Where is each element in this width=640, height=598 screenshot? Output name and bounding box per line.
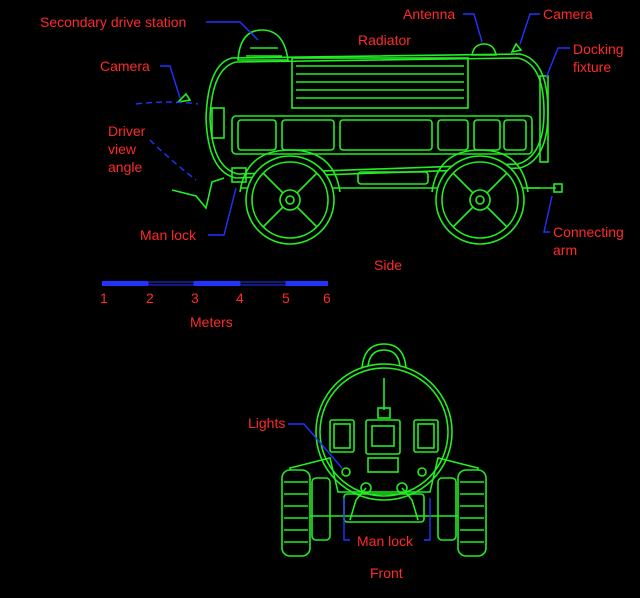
window-belt bbox=[231, 115, 533, 155]
side-wheel-right bbox=[435, 155, 525, 245]
camera-left-shape bbox=[175, 92, 192, 104]
scale-tick-2: 2 bbox=[146, 290, 154, 306]
label-side-man-lock: Man lock bbox=[140, 227, 197, 243]
front-hull bbox=[315, 363, 453, 501]
side-man-lock-arm bbox=[171, 177, 225, 210]
light-right bbox=[417, 467, 427, 477]
label-front-man-lock: Man lock bbox=[357, 533, 414, 549]
light-left bbox=[341, 467, 351, 477]
front-man-lock bbox=[343, 493, 425, 523]
camera-top-shape bbox=[510, 42, 523, 54]
front-window-left bbox=[329, 419, 355, 453]
front-view-vehicle bbox=[281, 343, 487, 557]
label-secondary-drive-station: Secondary drive station bbox=[40, 14, 186, 30]
docking-fixture-shape bbox=[539, 75, 549, 163]
label-camera-left: Camera bbox=[100, 58, 150, 74]
secondary-drive-dome bbox=[237, 29, 289, 61]
label-radiator: Radiator bbox=[358, 32, 411, 48]
side-leader-lines bbox=[135, 13, 570, 236]
front-wheel-left bbox=[281, 469, 311, 557]
label-driver-view-line2: view bbox=[108, 141, 137, 157]
front-center-window bbox=[365, 419, 401, 455]
scale-tick-1: 1 bbox=[100, 290, 108, 306]
label-driver-view-line1: Driver bbox=[108, 123, 146, 139]
label-camera-top: Camera bbox=[543, 6, 593, 22]
front-wheel-right bbox=[457, 469, 487, 557]
side-wheel-left bbox=[245, 155, 335, 245]
scale-tick-4: 4 bbox=[236, 290, 244, 306]
label-docking-fixture-line2: fixture bbox=[573, 59, 611, 75]
label-connecting-arm-line1: Connecting bbox=[553, 224, 624, 240]
scale-unit-label: Meters bbox=[190, 314, 233, 330]
label-lights: Lights bbox=[248, 415, 285, 431]
label-docking-fixture-line1: Docking bbox=[573, 41, 624, 57]
scale-tick-6: 6 bbox=[323, 290, 331, 306]
scale-bar bbox=[102, 281, 328, 286]
side-view-vehicle bbox=[171, 29, 563, 245]
antenna-dome bbox=[471, 43, 497, 56]
front-leader-lines bbox=[288, 423, 431, 541]
scale-tick-5: 5 bbox=[282, 290, 290, 306]
label-connecting-arm-line2: arm bbox=[553, 242, 577, 258]
radiator-panel bbox=[291, 57, 469, 109]
front-window-right bbox=[413, 419, 439, 453]
label-antenna: Antenna bbox=[403, 6, 455, 22]
label-driver-view-line3: angle bbox=[108, 159, 142, 175]
driver-window bbox=[211, 107, 225, 139]
front-dome bbox=[361, 343, 407, 369]
caption-front: Front bbox=[370, 565, 403, 581]
caption-side: Side bbox=[374, 257, 402, 273]
scale-tick-3: 3 bbox=[191, 290, 199, 306]
